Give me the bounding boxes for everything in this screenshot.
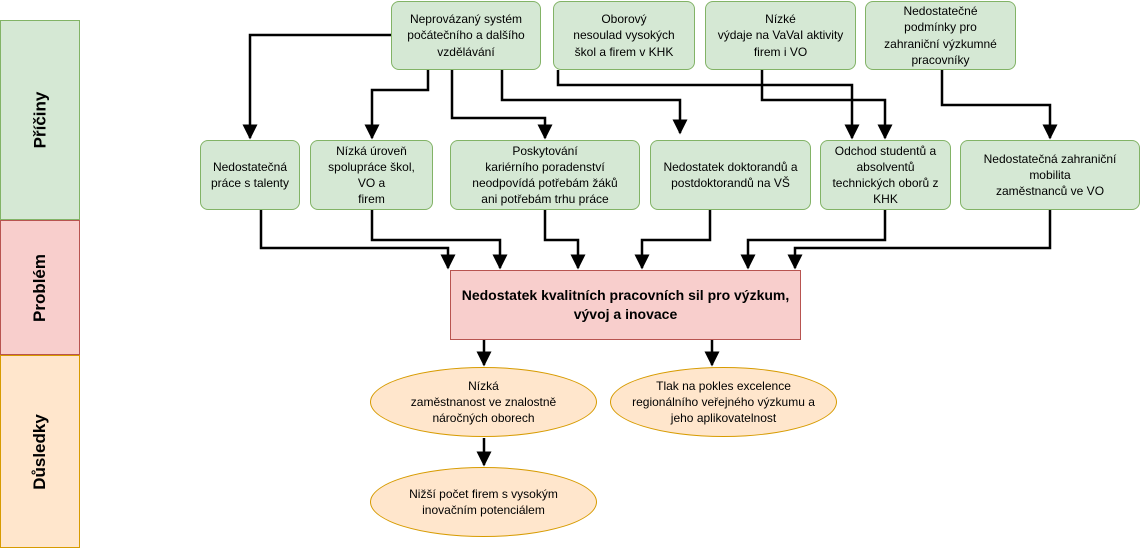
- cause-low-rd-spending: Nízké výdaje na VaVaI aktivity firem i V…: [705, 1, 856, 70]
- cause-talent-work: Nedostatečná práce s talenty: [200, 140, 300, 210]
- cause-career-counselling: Poskytování kariérního poradenství neodp…: [450, 140, 640, 210]
- band-causes: Příčiny: [0, 20, 80, 220]
- edge-c1-m4: [500, 70, 688, 135]
- cause-graduate-outflow: Odchod studentů a absolventů technických…: [820, 140, 951, 210]
- cause-unlinked-education-system: Neprovázaný systém počátečního a dalšího…: [391, 1, 541, 70]
- problem-box: Nedostatek kvalitních pracovních sil pro…: [450, 270, 801, 340]
- effect-low-employment: Nízká zaměstnanost ve znalostně náročnýc…: [370, 367, 597, 437]
- cause-foreign-mobility: Nedostatečná zahraniční mobilita zaměstn…: [960, 140, 1140, 210]
- edge-c1-m3: [450, 70, 553, 140]
- band-effects: Důsledky: [0, 355, 80, 548]
- edge-c1-m2: [364, 70, 430, 140]
- effect-research-excellence-pressure: Tlak na pokles excelence regionálního ve…: [610, 367, 837, 437]
- edge-m4-problem: [634, 210, 712, 270]
- cause-field-mismatch: Oborový nesoulad vysokých škol a firem v…: [553, 1, 695, 70]
- effect-fewer-innovative-firms: Nižší počet firem s vysokým inovačním po…: [370, 467, 597, 537]
- cause-phd-shortage: Nedostatek doktorandů a postdoktorandů n…: [650, 140, 811, 210]
- edge-m2-problem: [370, 210, 508, 270]
- edge-m3-problem: [543, 210, 586, 270]
- edge-c1-m1: [242, 33, 392, 140]
- edge-m5-problem: [740, 210, 887, 270]
- edge-m6-problem: [787, 210, 1052, 270]
- edge-c4-m6: [940, 70, 1058, 140]
- edge-c2-m5: [556, 70, 860, 140]
- cause-foreign-researcher-conditions: Nedostatečné podmínky pro zahraniční výz…: [865, 1, 1016, 70]
- band-problem: Problém: [0, 220, 80, 355]
- edge-m1-problem: [259, 210, 456, 270]
- edge-c3-m5: [760, 70, 893, 140]
- cause-low-cooperation: Nízká úroveň spolupráce škol, VO a firem: [310, 140, 433, 210]
